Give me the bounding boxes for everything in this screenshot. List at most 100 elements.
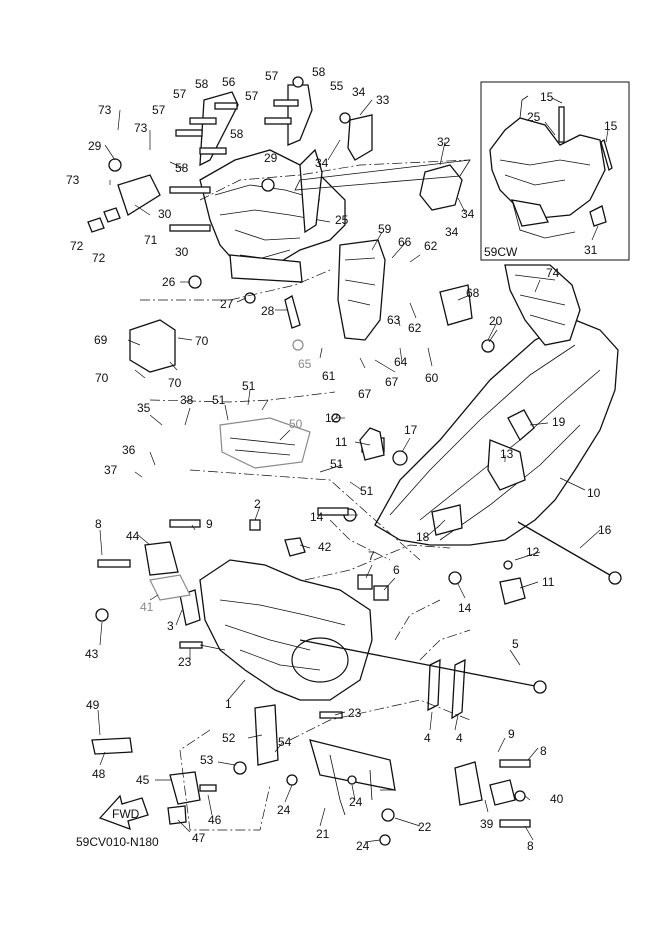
callout-26: 26 bbox=[162, 275, 176, 289]
callout-24: 24 bbox=[349, 795, 363, 809]
callout-42: 42 bbox=[318, 540, 332, 554]
callout-47: 47 bbox=[192, 831, 206, 845]
callout-22: 22 bbox=[418, 820, 432, 834]
callout-3: 3 bbox=[167, 619, 174, 633]
callout-19: 19 bbox=[552, 415, 566, 429]
callout-63: 63 bbox=[387, 313, 401, 327]
callout-30: 30 bbox=[158, 207, 172, 221]
callout-65: 65 bbox=[298, 357, 312, 371]
callout-29: 29 bbox=[88, 139, 102, 153]
callout-54: 54 bbox=[278, 735, 292, 749]
callout-73: 73 bbox=[98, 103, 112, 117]
callout-50: 50 bbox=[289, 417, 303, 431]
callout-27: 27 bbox=[220, 297, 234, 311]
callout-67: 67 bbox=[358, 387, 372, 401]
callout-70: 70 bbox=[168, 376, 182, 390]
callout-9: 9 bbox=[508, 727, 515, 741]
callout-18: 18 bbox=[416, 530, 430, 544]
callout-29: 29 bbox=[264, 151, 278, 165]
callout-32: 32 bbox=[437, 135, 451, 149]
callout-10: 10 bbox=[587, 486, 601, 500]
callout-72: 72 bbox=[70, 239, 84, 253]
callout-15: 15 bbox=[604, 119, 618, 133]
callout-14: 14 bbox=[458, 601, 472, 615]
callout-15: 15 bbox=[540, 90, 554, 104]
callout-51: 51 bbox=[242, 379, 256, 393]
callout-12: 12 bbox=[526, 545, 540, 559]
callout-53: 53 bbox=[200, 753, 214, 767]
callout-52: 52 bbox=[222, 731, 236, 745]
front-frame-subassembly bbox=[87, 76, 471, 373]
callout-57: 57 bbox=[152, 103, 166, 117]
callout-73: 73 bbox=[134, 121, 148, 135]
callout-4: 4 bbox=[456, 731, 463, 745]
callout-38: 38 bbox=[180, 393, 194, 407]
callout-21: 21 bbox=[316, 827, 330, 841]
callout-17: 17 bbox=[404, 423, 418, 437]
callouts: 1 2 3 4 4 5 6 7 8 8 8 9 9 10 11 11 12 12… bbox=[66, 65, 618, 853]
callout-9: 9 bbox=[206, 517, 213, 531]
callout-20: 20 bbox=[489, 314, 503, 328]
callout-1: 1 bbox=[225, 697, 232, 711]
fwd-label: FWD bbox=[112, 807, 140, 821]
callout-35: 35 bbox=[137, 401, 151, 415]
callout-25: 25 bbox=[335, 213, 349, 227]
callout-58: 58 bbox=[312, 65, 326, 79]
callout-68: 68 bbox=[466, 286, 480, 300]
callout-30: 30 bbox=[175, 245, 189, 259]
callout-41: 41 bbox=[140, 600, 154, 614]
callout-37: 37 bbox=[104, 463, 118, 477]
callout-23: 23 bbox=[348, 706, 362, 720]
callout-28: 28 bbox=[261, 304, 275, 318]
lower-frame bbox=[91, 519, 547, 846]
callout-11: 11 bbox=[542, 575, 555, 589]
callout-25: 25 bbox=[527, 110, 541, 124]
callout-6: 6 bbox=[393, 563, 400, 577]
callout-39: 39 bbox=[480, 817, 494, 831]
callout-57: 57 bbox=[265, 69, 279, 83]
callout-67: 67 bbox=[385, 375, 399, 389]
callout-14: 14 bbox=[310, 510, 324, 524]
callout-36: 36 bbox=[122, 443, 136, 457]
callout-16: 16 bbox=[598, 523, 612, 537]
callout-33: 33 bbox=[376, 93, 390, 107]
callout-34: 34 bbox=[315, 156, 329, 170]
callout-55: 55 bbox=[330, 79, 344, 93]
callout-40: 40 bbox=[550, 792, 564, 806]
callout-34: 34 bbox=[461, 207, 475, 221]
leader-lines bbox=[97, 99, 601, 843]
callout-70: 70 bbox=[195, 334, 209, 348]
callout-8: 8 bbox=[540, 744, 547, 758]
callout-73: 73 bbox=[66, 173, 80, 187]
callout-34: 34 bbox=[445, 225, 459, 239]
callout-66: 66 bbox=[398, 235, 412, 249]
callout-8: 8 bbox=[527, 839, 534, 853]
callout-62: 62 bbox=[408, 321, 422, 335]
callout-46: 46 bbox=[208, 813, 222, 827]
callout-4: 4 bbox=[424, 731, 431, 745]
callout-11: 11 bbox=[335, 435, 348, 449]
callout-69: 69 bbox=[94, 333, 108, 347]
callout-49: 49 bbox=[86, 698, 100, 712]
callout-59: 59 bbox=[378, 222, 392, 236]
callout-8: 8 bbox=[95, 517, 102, 531]
callout-71: 71 bbox=[144, 233, 158, 247]
callout-44: 44 bbox=[126, 529, 140, 543]
main-frame bbox=[317, 264, 622, 605]
callout-45: 45 bbox=[136, 773, 150, 787]
callout-57: 57 bbox=[245, 89, 259, 103]
callout-43: 43 bbox=[85, 647, 99, 661]
gray-parts bbox=[149, 339, 311, 601]
callout-56: 56 bbox=[222, 75, 236, 89]
callout-62: 62 bbox=[424, 239, 438, 253]
callout-58: 58 bbox=[230, 127, 244, 141]
callout-51: 51 bbox=[360, 484, 374, 498]
callout-60: 60 bbox=[425, 371, 439, 385]
callout-61: 61 bbox=[322, 369, 336, 383]
callout-31: 31 bbox=[584, 243, 598, 257]
callout-70: 70 bbox=[95, 371, 109, 385]
drawing-code: 59CV010-N180 bbox=[76, 835, 159, 849]
callout-64: 64 bbox=[394, 355, 408, 369]
